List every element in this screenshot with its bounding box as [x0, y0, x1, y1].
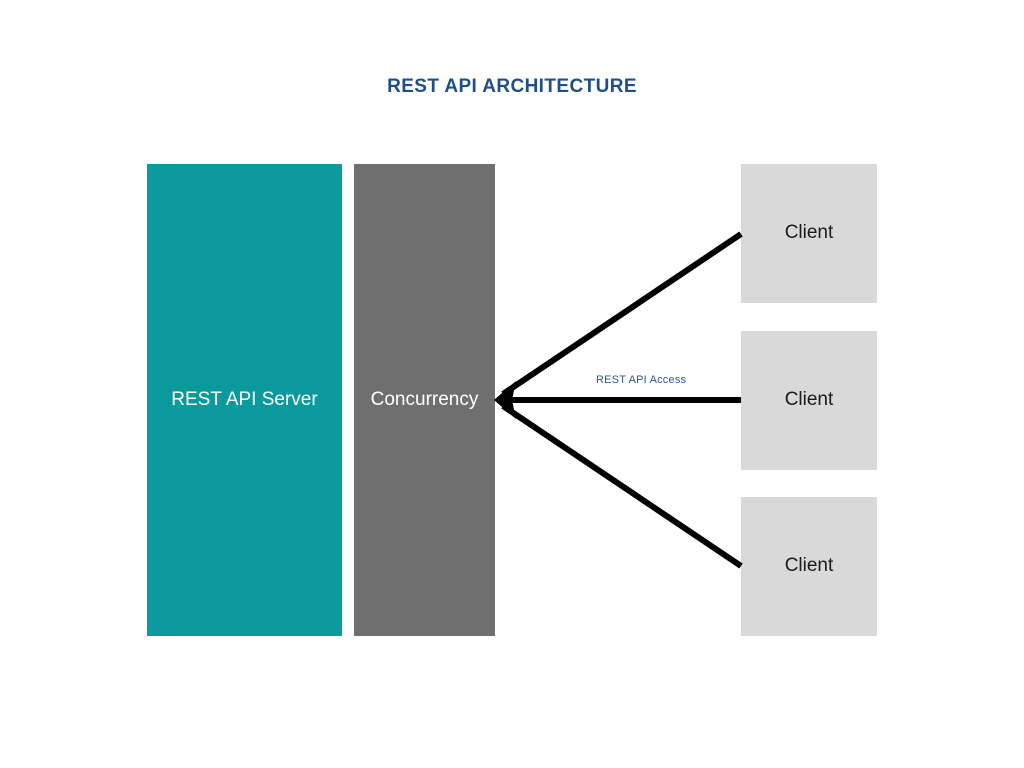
- page-title: REST API ARCHITECTURE: [387, 76, 637, 97]
- node-concurrency[interactable]: Concurrency: [354, 164, 495, 636]
- node-client-3[interactable]: Client: [741, 497, 877, 636]
- node-client-1-label: Client: [784, 222, 834, 244]
- node-client-2-label: Client: [784, 389, 834, 411]
- node-concurrency-label: Concurrency: [370, 388, 479, 410]
- node-client-2[interactable]: Client: [741, 331, 877, 470]
- node-rest-api-server-label: REST API Server: [171, 388, 318, 410]
- node-rest-api-server[interactable]: REST API Server: [147, 164, 342, 636]
- arrow-client-1-to-concurrency: [501, 231, 743, 397]
- arrow-client-3-to-concurrency: [501, 403, 743, 569]
- arrowhead-icon: [494, 381, 516, 419]
- edge-label-rest-api-access: REST API Access: [596, 374, 687, 386]
- node-client-1[interactable]: Client: [741, 164, 877, 303]
- node-client-3-label: Client: [784, 555, 834, 577]
